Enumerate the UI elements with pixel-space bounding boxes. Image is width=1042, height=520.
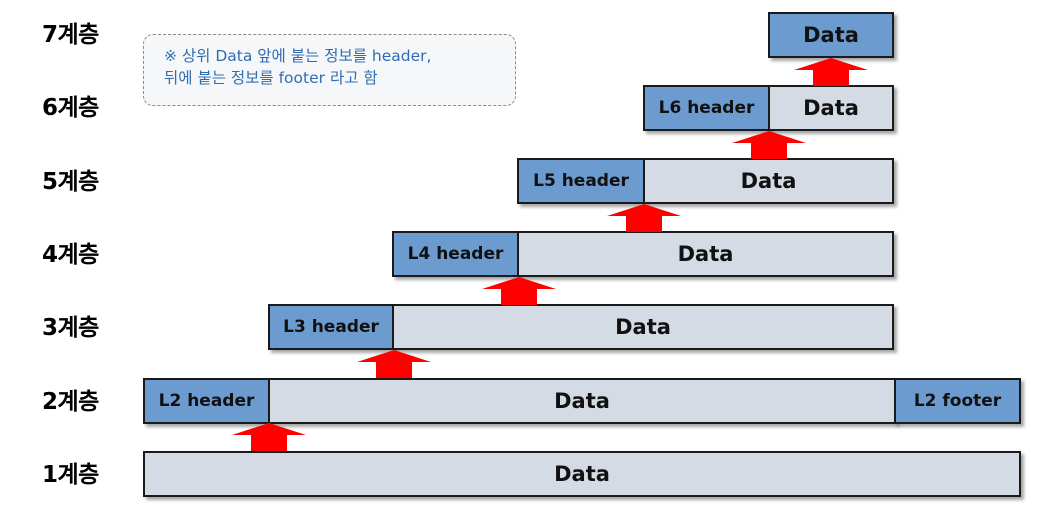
l3-header-box: L3 header: [268, 304, 394, 350]
arrow-up-icon: [480, 275, 558, 309]
l4-data-box: Data: [517, 231, 894, 277]
arrow-up-icon: [355, 348, 433, 382]
l6-header-box: L6 header: [643, 85, 770, 131]
l2-data-box: Data: [268, 378, 896, 424]
arrow-up-icon: [230, 421, 308, 455]
note-line-2: 뒤에 붙는 정보를 footer 라고 함: [164, 69, 378, 87]
layer-label-1: 1계층: [42, 462, 99, 488]
l2-header-box: L2 header: [143, 378, 270, 424]
arrow-up-icon: [730, 129, 808, 163]
l6-data-box: Data: [768, 85, 894, 131]
arrow-up-icon: [605, 202, 683, 236]
l5-data-box: Data: [643, 158, 894, 204]
l3-data-box: Data: [392, 304, 894, 350]
l7-data-box: Data: [768, 12, 894, 58]
note-line-1: ※ 상위 Data 앞에 붙는 정보를 header,: [164, 47, 432, 65]
note-box: ※ 상위 Data 앞에 붙는 정보를 header, 뒤에 붙는 정보를 fo…: [143, 34, 516, 106]
layer-label-3: 3계층: [42, 315, 99, 341]
l5-header-box: L5 header: [517, 158, 645, 204]
l4-header-box: L4 header: [392, 231, 519, 277]
layer-label-7: 7계층: [42, 22, 99, 48]
layer-label-4: 4계층: [42, 242, 99, 268]
layer-label-2: 2계층: [42, 389, 99, 415]
layer-label-6: 6계층: [42, 95, 99, 121]
layer-label-5: 5계층: [42, 169, 99, 195]
l1-data-box: Data: [143, 451, 1021, 497]
l2-footer-box: L2 footer: [894, 378, 1021, 424]
arrow-up-icon: [792, 56, 870, 90]
